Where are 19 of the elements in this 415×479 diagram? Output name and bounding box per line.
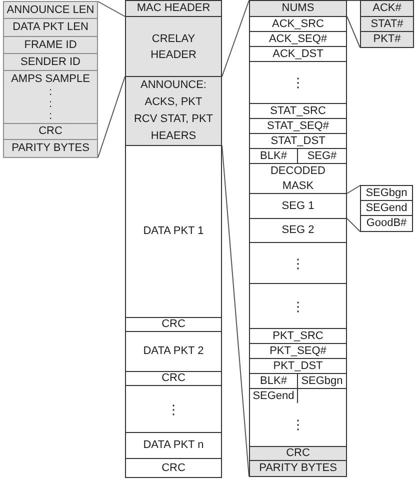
packet-field: PARITY BYTES — [249, 460, 347, 477]
field-name: AMPS SAMPLE — [11, 72, 90, 86]
packet-field: ANNOUNCE: ACKS, PKT RCV STAT, PKT HEAERS — [125, 76, 222, 146]
continuation-dots: : — [48, 86, 52, 98]
expansion-line — [222, 0, 250, 77]
expansion-line — [346, 218, 360, 232]
packet-field: MAC HEADER — [125, 0, 222, 17]
expansion-line — [346, 0, 360, 1]
packet-field: SEGbgn — [297, 373, 347, 389]
continuation-dots: : — [48, 98, 52, 110]
packet-field: NUMS — [249, 0, 347, 17]
expansion-line — [98, 1, 126, 17]
expansion-line — [346, 185, 360, 194]
continuation-dots: : — [48, 110, 52, 122]
expansion-line — [346, 16, 360, 48]
expansion-line — [98, 76, 126, 158]
field-column — [249, 0, 347, 477]
packet-field: CRELAY HEADER — [125, 16, 222, 77]
packet-field: CRC — [249, 446, 347, 461]
